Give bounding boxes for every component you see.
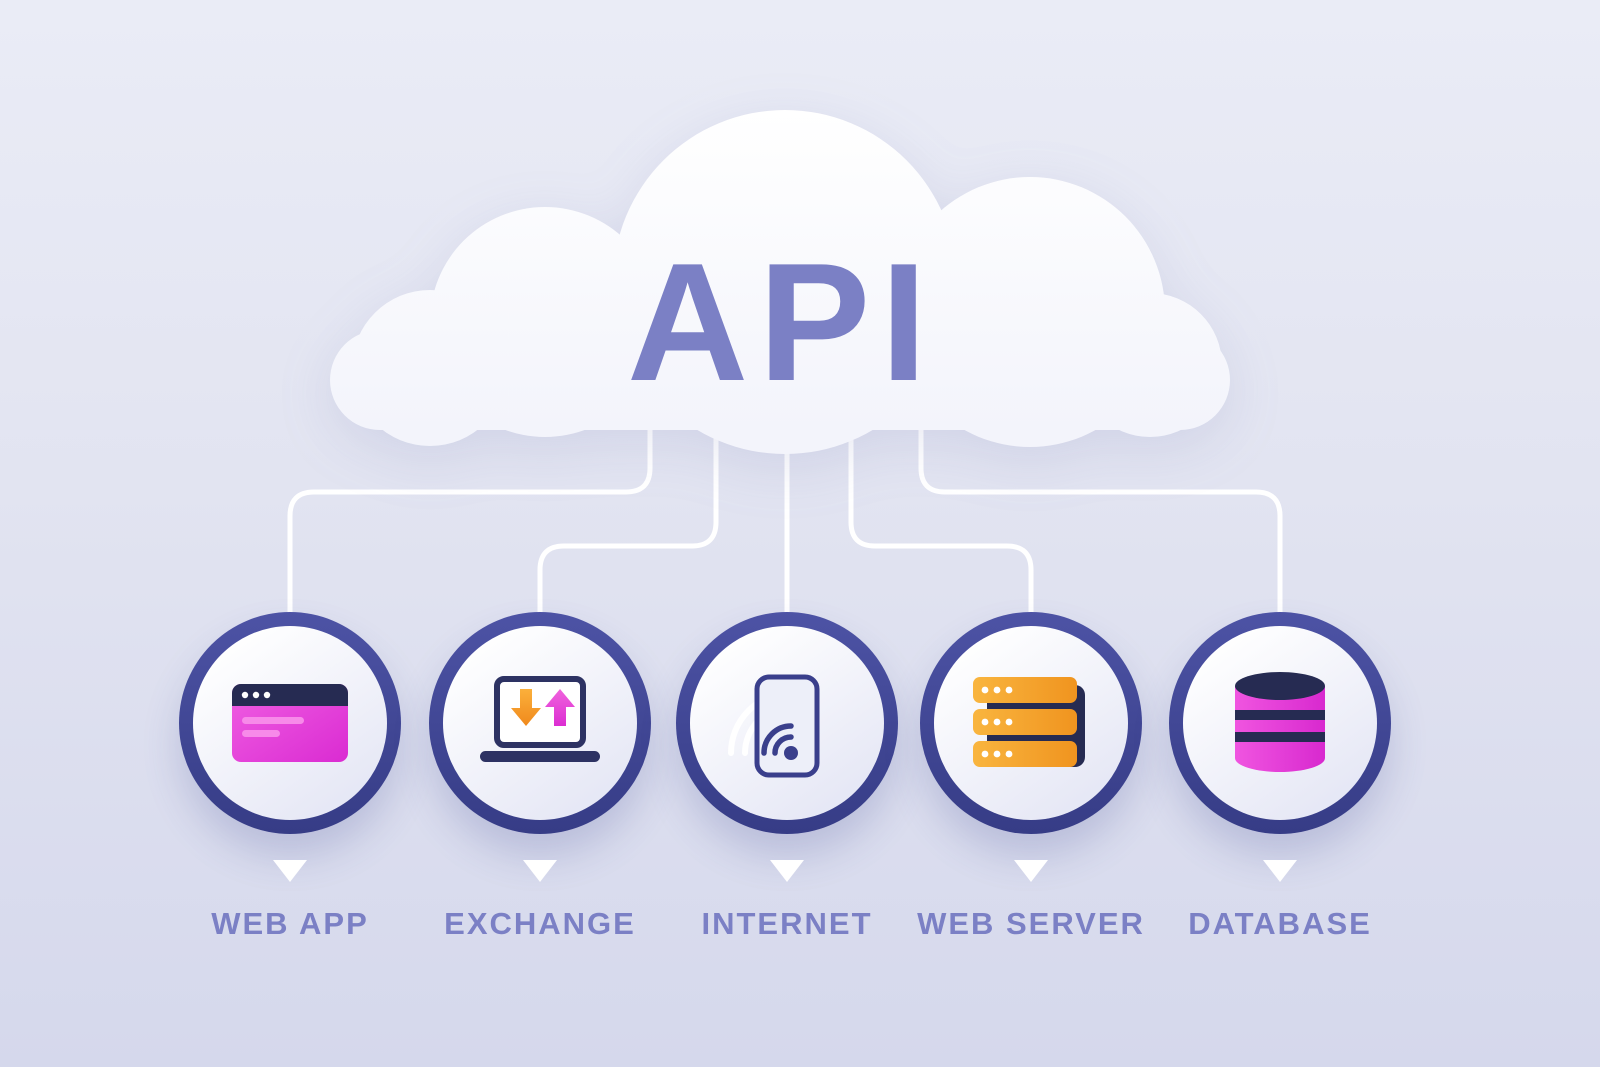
connector-line-exchange [537, 423, 719, 633]
web-server-stack-icon [973, 677, 1085, 767]
exchange-circle-frame [429, 612, 651, 834]
database-pointer-triangle [1263, 860, 1297, 882]
exchange-label: EXCHANGE [444, 906, 636, 941]
server-indicator-dots [981, 686, 1013, 758]
node-database: DATABASE [1150, 612, 1410, 942]
exchange-pointer-triangle [523, 860, 557, 882]
node-web-app: WEB APP [160, 612, 420, 942]
web-server-label: WEB SERVER [917, 906, 1145, 941]
connector-lines [287, 423, 1283, 633]
web-app-browser-icon [232, 684, 348, 762]
database-label: DATABASE [1188, 906, 1372, 941]
node-web-server: WEB SERVER [901, 612, 1161, 942]
connector-line-web-app [287, 423, 653, 633]
internet-circle-frame [676, 612, 898, 834]
node-internet: INTERNET [657, 612, 917, 942]
web-server-pointer-triangle [1014, 860, 1048, 882]
web-server-circle-frame [920, 612, 1142, 834]
web-app-label: WEB APP [211, 906, 369, 941]
api-cloud-shape [330, 110, 1230, 454]
database-circle-frame [1169, 612, 1391, 834]
api-cloud-title: API [626, 228, 938, 416]
internet-pointer-triangle [770, 860, 804, 882]
database-circle-inner [1183, 626, 1377, 820]
node-exchange: EXCHANGE [410, 612, 670, 942]
web-app-pointer-triangle [273, 860, 307, 882]
exchange-circle-inner [443, 626, 637, 820]
internet-phone-wifi-icon [728, 674, 820, 778]
web-app-circle-frame [179, 612, 401, 834]
web-app-circle-inner [193, 626, 387, 820]
web-server-circle-inner [934, 626, 1128, 820]
exchange-arrows-laptop-icon [480, 676, 600, 762]
internet-circle-inner [690, 626, 884, 820]
connector-line-database [918, 423, 1283, 633]
internet-label: INTERNET [701, 906, 873, 941]
wifi-arcs [761, 723, 794, 756]
database-cylinder-icon [1235, 672, 1325, 772]
connector-line-web-server [848, 423, 1034, 633]
